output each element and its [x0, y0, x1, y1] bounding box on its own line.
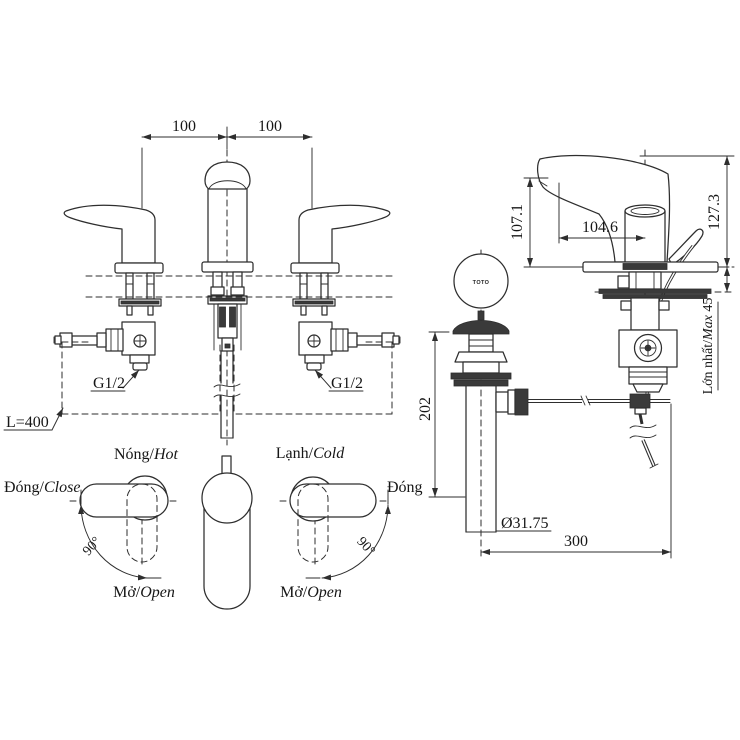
g12-label-right: G1/2 — [328, 375, 364, 392]
hot-label: Nóng/Hot — [114, 446, 179, 463]
close-label-cold: Đóng — [387, 479, 423, 496]
g12-label-left: G1/2 — [90, 375, 126, 392]
brand-logo: TOTO — [473, 280, 490, 286]
open-label-hot: Mở/Open — [113, 584, 175, 601]
dimension-rod-reach: 300 — [480, 403, 672, 559]
lever-handle-side — [668, 228, 704, 266]
side-view: TOTO — [417, 149, 735, 559]
open-label-cold: Mở/Open — [280, 584, 342, 601]
handle-closed-position — [79, 483, 169, 518]
svg-text:G1/2: G1/2 — [331, 375, 363, 392]
dimension-handle-spacing: 100 100 — [141, 118, 313, 209]
dim-100-right: 100 — [258, 118, 282, 135]
svg-text:G1/2: G1/2 — [93, 375, 125, 392]
hose-length-label: L=400 — [3, 407, 64, 431]
handle-rotation-diagram-hot: 90° Nóng/Hot Đóng/Close Mở/Open — [4, 446, 179, 601]
rod-linkage — [527, 393, 671, 469]
dimension-spout-reach: 104.6 — [558, 182, 646, 244]
svg-text:127.3: 127.3 — [706, 194, 723, 230]
close-label-hot: Đóng/Close — [4, 479, 80, 496]
dimension-total-height: 127.3 — [639, 155, 735, 268]
dim-100-left: 100 — [172, 118, 196, 135]
cold-label: Lạnh/Cold — [276, 445, 345, 462]
handle-closed-position — [289, 483, 377, 518]
handle-rotation-diagram-cold: 90° Lạnh/Cold Đóng Mở/Open — [276, 445, 423, 601]
handle-assembly-right — [234, 205, 400, 414]
dimension-drain-depth: 202 — [417, 331, 466, 498]
spout-top-view — [201, 455, 253, 610]
handle-open-position — [297, 483, 329, 563]
svg-text:300: 300 — [564, 533, 588, 550]
svg-text:107.1: 107.1 — [509, 204, 526, 240]
drain-flange — [452, 320, 510, 335]
svg-text:104.6: 104.6 — [582, 219, 618, 236]
angle-label-cold: 90° — [353, 534, 377, 559]
handle-assembly-left — [54, 205, 220, 414]
pop-up-drain: TOTO — [450, 249, 529, 559]
svg-text:Lớn nhất/Max 45: Lớn nhất/Max 45 — [701, 298, 716, 395]
spout-front — [201, 149, 254, 446]
dimension-pipe-diameter: Ø31.75 — [495, 515, 552, 532]
drain-plug-top-view — [453, 253, 509, 309]
faucet-side — [536, 154, 719, 395]
front-view: 100 100 G1/2 G1/2 L=400 — [3, 118, 400, 446]
dimension-max-deck-thickness: Lớn nhất/Max 45 — [701, 266, 730, 395]
svg-text:202: 202 — [417, 397, 434, 421]
svg-text:Ø31.75: Ø31.75 — [501, 515, 549, 532]
dimension-spout-height: 107.1 — [509, 177, 584, 268]
svg-text:L=400: L=400 — [6, 414, 49, 431]
